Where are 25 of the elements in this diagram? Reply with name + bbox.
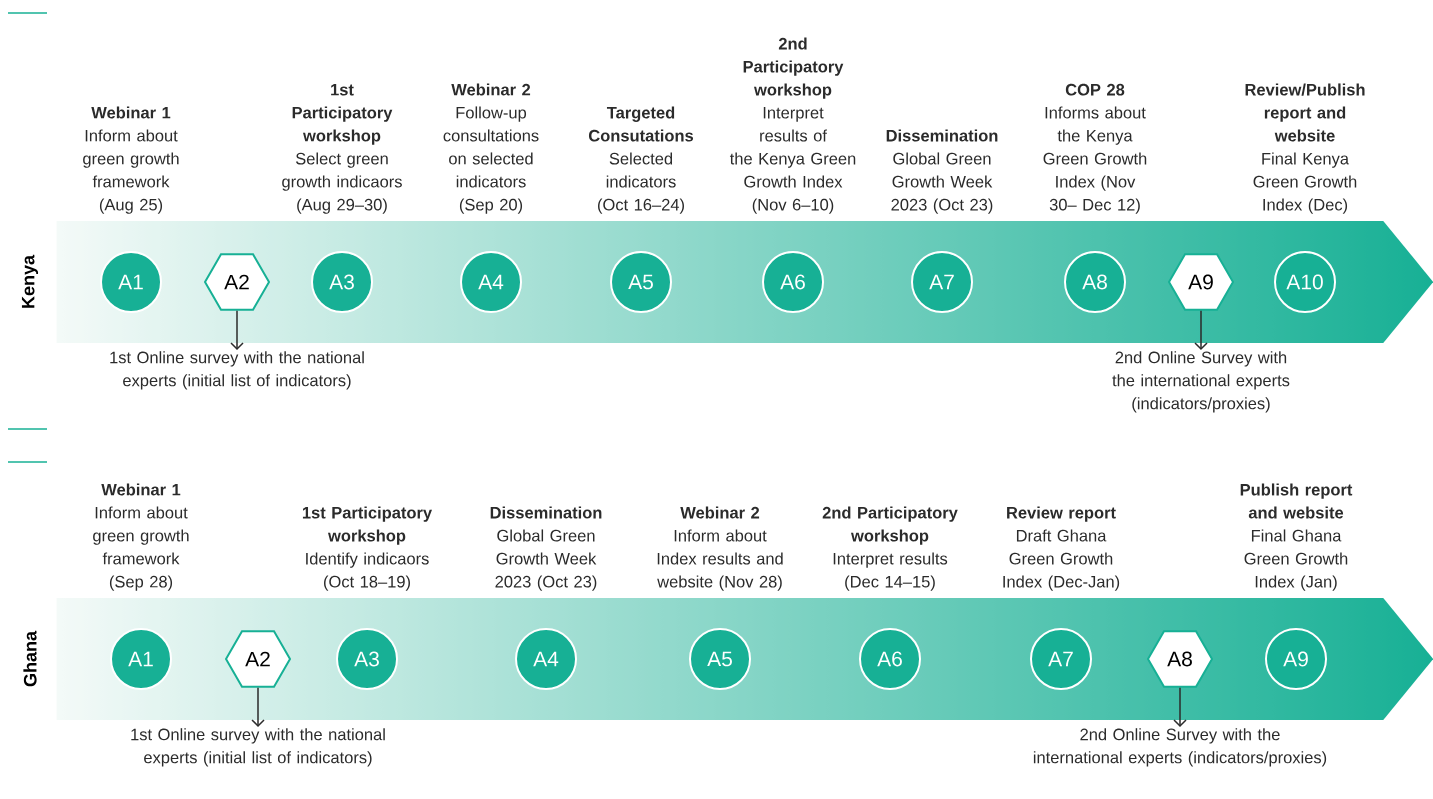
arrow	[230, 309, 244, 350]
survey-note: 1st Online survey with the national experts (initial list of indicators)	[131, 728, 385, 767]
activity-description: Dissemination Global Green Growth Week 2023 (Oct 23)	[490, 506, 602, 591]
activity-description: Review/Publish report and website Final Kenya Green Growth Index (Dec)	[1245, 83, 1365, 214]
survey-note: 2nd Online Survey with the international experts (indicators/proxies)	[1112, 351, 1290, 413]
activity-description: Dissemination Global Green Growth Week 2023 (Oct 23)	[886, 129, 998, 214]
country-label: Kenya	[21, 254, 39, 308]
country-label: Ghana	[23, 630, 37, 687]
arrow	[251, 686, 265, 727]
activity-description: Webinar 1 Inform about green growth framework (Sep 28)	[93, 483, 189, 591]
survey-note: 2nd Online Survey with the international experts (indicators/proxies)	[1033, 728, 1327, 767]
arrow	[1173, 686, 1187, 727]
arrow	[1194, 309, 1208, 350]
activity-description: 1st Participatory workshop Identify indicaors (Oct 18–19)	[302, 506, 432, 591]
activity-description: COP 28 Informs about the Kenya Green Growth Index (Nov 30– Dec 12)	[1043, 83, 1147, 214]
activity-description: Webinar 1 Inform about green growth framework (Aug 25)	[83, 106, 179, 214]
activity-description: Webinar 2 Inform about Index results and website (Nov 28)	[657, 506, 783, 591]
activity-description: 1st Participatory workshop Select green growth indicaors (Aug 29–30)	[282, 84, 402, 214]
survey-note: 1st Online survey with the national experts (initial list of indicators)	[110, 351, 364, 390]
activity-description: Review report Draft Ghana Green Growth Index (Dec-Jan)	[1003, 506, 1120, 591]
activity-description: Webinar 2 Follow-up consultations on selected indicators (Sep 20)	[443, 83, 539, 214]
activity-description: 2nd Participatory workshop Interpret results of the Kenya Green Growth Index (Nov 6–10)	[729, 37, 856, 214]
activity-description: Targeted Consutations Selected indicators (Oct 16–24)	[589, 106, 694, 214]
activity-description: 2nd Participatory workshop Interpret results (Dec 14–15)	[822, 506, 958, 591]
activity-description: Publish report and website Final Ghana Green Growth Index (Jan)	[1240, 483, 1353, 591]
